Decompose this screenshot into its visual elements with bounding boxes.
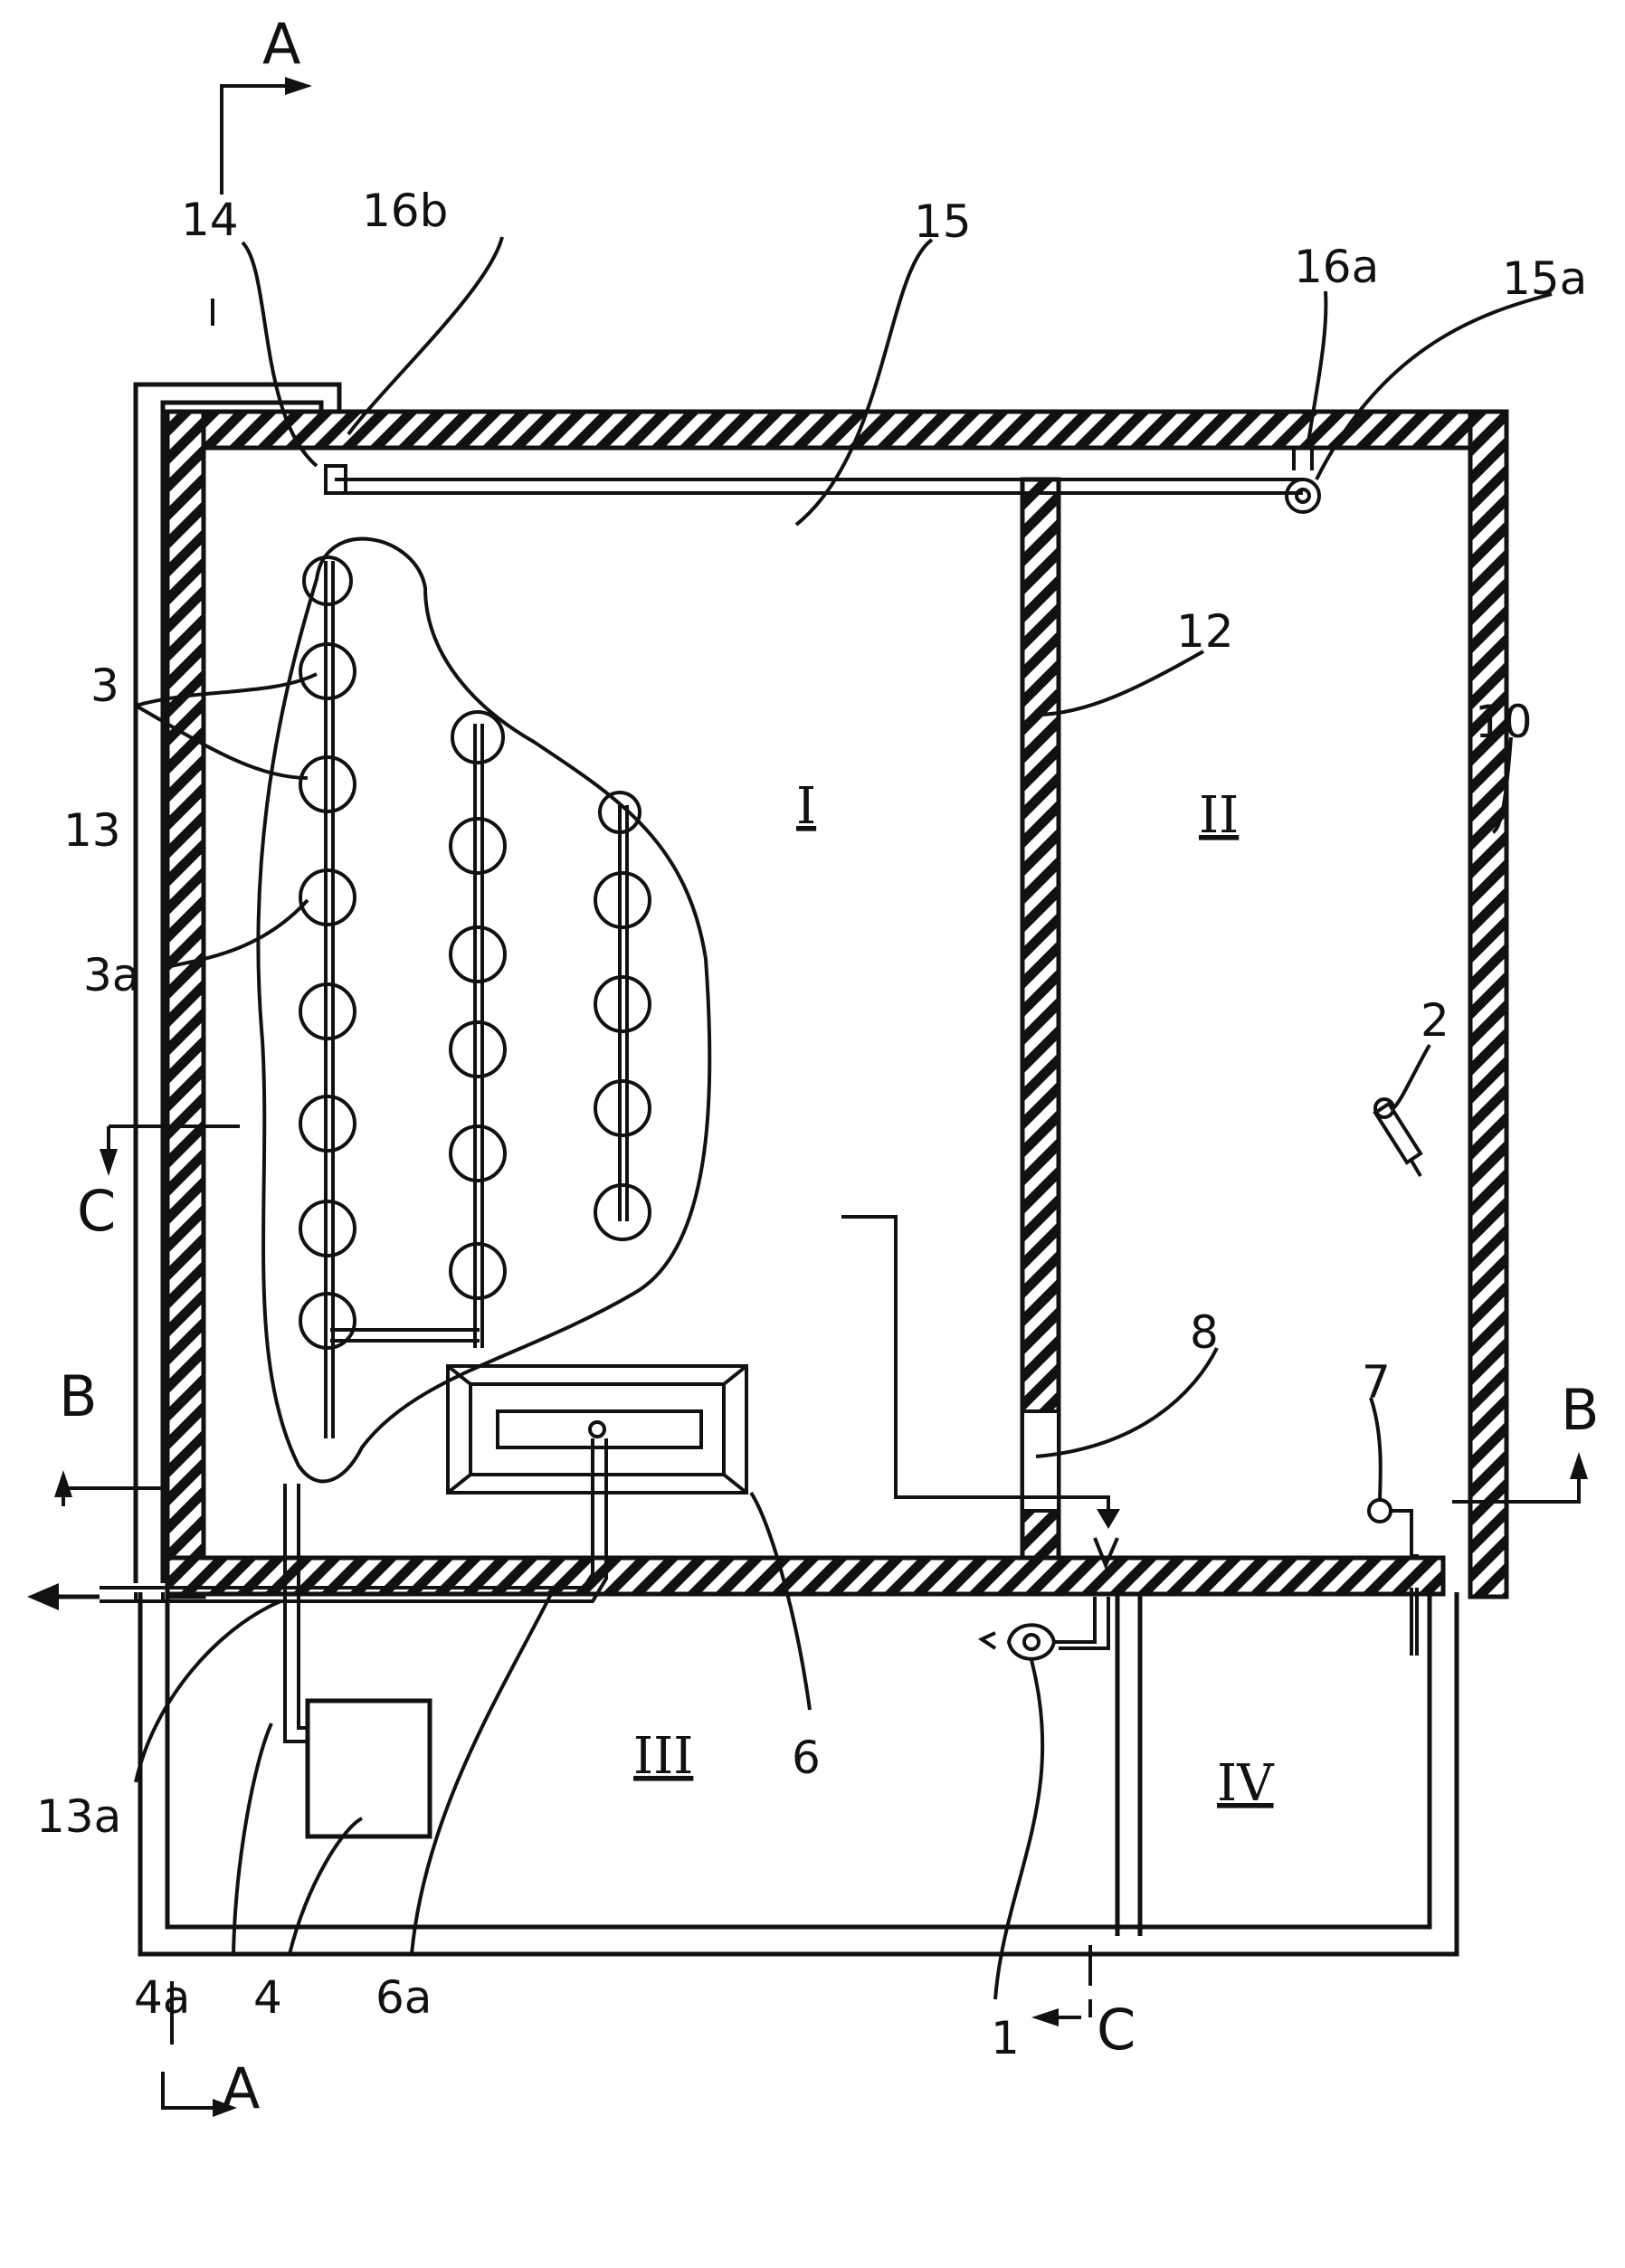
air-arrowhead	[1097, 1509, 1120, 1529]
fan-15a	[1285, 478, 1321, 514]
insulated-walls	[165, 409, 1509, 1599]
room-IV: IV	[1217, 1754, 1275, 1813]
pipes	[100, 1438, 608, 1743]
base-frame	[138, 1592, 1459, 1957]
wall-left	[165, 409, 206, 1599]
unit-4	[305, 1698, 432, 1839]
pipe-6a	[100, 1438, 594, 1589]
component-1	[977, 1597, 1110, 1661]
lamp-racks	[256, 536, 712, 1484]
section-lines	[62, 84, 1581, 2110]
section-c-bottom: C	[1097, 1997, 1136, 2063]
label-2: 2	[1421, 994, 1449, 1047]
section-b-left: B	[59, 1363, 98, 1429]
leader-lines	[134, 236, 1553, 2000]
label-15: 15	[914, 195, 972, 248]
pipe-4a	[283, 1484, 308, 1743]
label-3a: 3a	[83, 949, 139, 1001]
door-8	[1021, 1409, 1060, 1513]
section-a-bottom: A	[222, 2055, 260, 2121]
label-4a: 4a	[134, 1971, 190, 2024]
duct-13	[133, 382, 342, 1583]
label-13: 13	[63, 804, 121, 857]
label-1: 1	[991, 2012, 1020, 2064]
section-b-right: B	[1561, 1377, 1600, 1443]
label-12: 12	[1176, 605, 1234, 658]
label-6a: 6a	[375, 1971, 432, 2024]
wall-right	[1468, 409, 1509, 1599]
label-10: 10	[1475, 696, 1533, 748]
component-7	[1367, 1498, 1419, 1656]
room-II: II	[1199, 786, 1239, 845]
section-arrowheads	[54, 77, 1588, 2117]
label-13a: 13a	[36, 1790, 121, 1843]
label-3: 3	[90, 660, 119, 712]
rack-outline	[256, 536, 712, 1484]
label-4: 4	[253, 1971, 282, 2024]
room-III: III	[633, 1727, 693, 1786]
label-14: 14	[181, 194, 239, 246]
label-15a: 15a	[1502, 252, 1587, 305]
section-a-top: A	[262, 11, 300, 77]
air-path	[841, 1215, 1119, 1571]
label-7: 7	[1362, 1356, 1391, 1409]
component-2	[1373, 1097, 1423, 1178]
section-c-left: C	[77, 1178, 116, 1244]
lamp-6	[446, 1364, 748, 1495]
wall-partition-12	[1020, 477, 1061, 1561]
label-16b: 16b	[362, 185, 448, 237]
duct-15	[324, 448, 1321, 514]
room-I: I	[796, 777, 816, 836]
label-6: 6	[792, 1732, 821, 1784]
exhaust-arrow	[27, 1583, 100, 1610]
label-8: 8	[1190, 1306, 1219, 1359]
label-16a: 16a	[1294, 241, 1379, 293]
